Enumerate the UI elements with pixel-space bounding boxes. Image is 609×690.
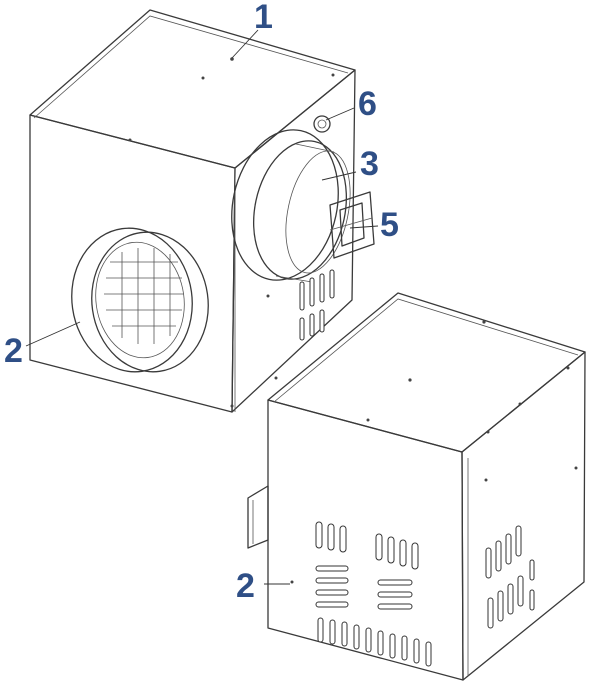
upper-fan-unit — [29, 9, 375, 413]
callout-5: 5 — [349, 206, 399, 244]
callout-2-lower: 2 — [236, 567, 290, 605]
callout-6-label: 6 — [358, 85, 377, 123]
callout-2-upper-label: 2 — [4, 332, 23, 370]
unit2-front-vents — [315, 521, 432, 667]
callout-2-upper: 2 — [4, 321, 81, 370]
unit1-vent-slots — [266, 269, 335, 380]
unit1-side-outlet — [231, 129, 351, 283]
unit2-right-face — [461, 351, 586, 681]
callout-1-label: 1 — [254, 0, 273, 36]
callout-1: 1 — [231, 0, 273, 59]
callout-2-lower-label: 2 — [236, 567, 255, 605]
callout-3: 3 — [321, 145, 379, 183]
unit2-top-face — [267, 292, 586, 453]
unit1-top-face — [29, 9, 356, 169]
unit2-side-tab — [247, 485, 269, 549]
callout-3-label: 3 — [360, 145, 379, 183]
unit1-front-inlet — [71, 227, 209, 373]
unit1-control-knob — [313, 115, 331, 133]
callout-6: 6 — [325, 85, 377, 123]
callout-5-label: 5 — [380, 206, 399, 244]
unit1-mounting-bracket — [329, 191, 375, 259]
lower-fan-unit — [247, 292, 586, 681]
unit1-right-face — [231, 69, 356, 413]
unit2-side-vents — [485, 525, 535, 629]
